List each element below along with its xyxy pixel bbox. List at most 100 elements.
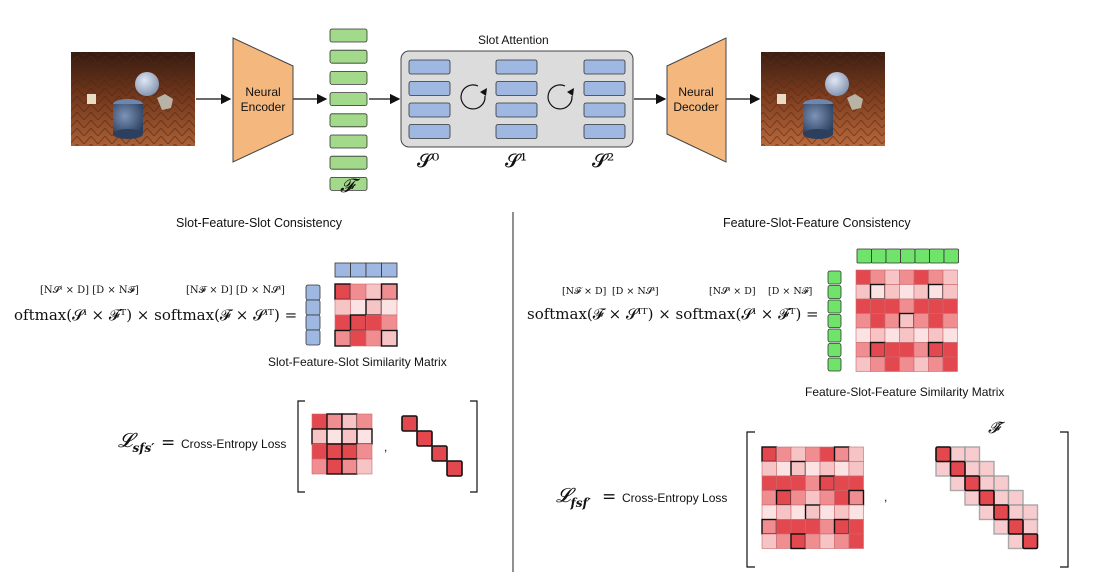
- slot-token: [408, 124, 451, 139]
- target-cell: [964, 446, 981, 463]
- slot-label-0: 𝓢⁰: [417, 150, 440, 172]
- matrix-cell: [326, 413, 343, 430]
- sfs-matrix-caption: Slot-Feature-Slot Similarity Matrix: [268, 355, 447, 369]
- matrix-cell: [341, 443, 358, 460]
- matrix-cell: [349, 314, 367, 332]
- diagonal-cell: [1007, 518, 1024, 535]
- matrix-cell: [790, 504, 806, 520]
- right-bracket: [1060, 431, 1069, 568]
- matrix-cell: [326, 428, 343, 445]
- matrix-cell: [380, 329, 398, 347]
- matrix-cell: [819, 533, 835, 549]
- loss-symbol: 𝓛: [118, 428, 133, 452]
- feature-token: [329, 28, 368, 43]
- dim-annotation: [N𝓕 × D]: [562, 286, 607, 297]
- target-cell: [1007, 489, 1024, 506]
- matrix-cell: [913, 298, 929, 314]
- slot-token: [381, 262, 398, 278]
- matrix-cell: [942, 342, 958, 358]
- matrix-cell: [899, 298, 915, 314]
- matrix-cell: [855, 327, 871, 343]
- matrix-cell: [884, 284, 900, 300]
- feature-token: [827, 285, 842, 299]
- matrix-cell: [365, 330, 382, 347]
- dim-annotation: [N𝓢ⁱ × D]: [709, 286, 756, 297]
- output-scene-image: [761, 52, 885, 146]
- dim-annotation: [N𝓕 × D] [D × N𝓢ⁱ]: [186, 285, 285, 296]
- diagonal-cell: [993, 504, 1010, 521]
- input-scene-image: [71, 52, 195, 146]
- matrix-cell: [381, 299, 398, 316]
- matrix-cell: [834, 533, 850, 549]
- feature-token: [900, 248, 916, 264]
- matrix-cell: [776, 519, 792, 535]
- slot-token: [305, 299, 321, 316]
- diagonal-cell: [446, 460, 463, 477]
- diagonal-cell: [416, 430, 433, 447]
- matrix-cell: [356, 413, 373, 430]
- slot-token: [583, 124, 626, 139]
- slot-label-2: 𝓢²: [592, 150, 615, 172]
- feature-token: [914, 248, 930, 264]
- feature-token: [827, 270, 842, 285]
- slot-token: [365, 262, 382, 278]
- fsf-loss-text: Cross-Entropy Loss: [622, 491, 728, 505]
- matrix-cell: [356, 458, 373, 475]
- matrix-cell: [819, 519, 835, 535]
- target-cell: [949, 446, 966, 463]
- matrix-cell: [819, 504, 835, 520]
- matrix-cell: [761, 446, 778, 463]
- matrix-cell: [942, 298, 958, 314]
- matrix-cell: [834, 490, 850, 506]
- matrix-cell: [942, 327, 958, 343]
- feature-token: [827, 314, 842, 328]
- slot-attention-title: Slot Attention: [478, 33, 549, 47]
- matrix-cell: [884, 269, 900, 285]
- matrix-cell: [833, 518, 850, 535]
- matrix-cell: [819, 475, 836, 492]
- matrix-cell: [761, 504, 777, 520]
- diagonal-cell: [431, 445, 448, 462]
- matrix-cell: [870, 356, 886, 372]
- matrix-cell: [899, 327, 915, 343]
- matrix-cell: [311, 413, 328, 430]
- fsf-formula: softmax(𝓕 × 𝓢ᴵᵀ) × softmax(𝓢ⁱ × 𝓕ᵀ) =: [527, 305, 819, 323]
- dim-annotation: [D × N𝓕]: [768, 286, 813, 297]
- fsf-target-matrix: [935, 446, 1039, 550]
- matrix-cell: [341, 413, 358, 430]
- matrix-cell: [899, 284, 915, 300]
- matrix-cell: [311, 443, 328, 460]
- feature-token: [827, 328, 842, 343]
- matrix-cell: [913, 327, 929, 343]
- slot-token: [495, 59, 538, 75]
- target-cell: [978, 475, 995, 492]
- matrix-cell: [848, 519, 864, 535]
- refresh-cycle-icon: [547, 84, 574, 110]
- slot-token: [583, 81, 626, 96]
- matrix-cell: [805, 519, 821, 535]
- matrix-cell: [805, 490, 821, 506]
- matrix-cell: [819, 446, 835, 462]
- matrix-cell: [804, 504, 821, 521]
- sfs-formula: oftmax(𝓢ⁱ × 𝓕ᵀ) × softmax(𝓕 × 𝓢ⁱᵀ) =: [14, 306, 298, 324]
- slot-token: [495, 81, 538, 96]
- matrix-cell: [334, 299, 351, 316]
- slot-token: [583, 59, 626, 75]
- target-cell: [993, 518, 1010, 535]
- matrix-cell: [334, 314, 351, 331]
- matrix-cell: [913, 342, 929, 358]
- sfs-similarity-matrix: [334, 283, 398, 347]
- matrix-cell: [834, 461, 850, 477]
- feature-token: [885, 248, 901, 264]
- matrix-cell: [341, 458, 358, 475]
- slot-columns: [408, 59, 626, 139]
- matrix-cell: [928, 298, 944, 314]
- target-cell: [1022, 518, 1039, 535]
- matrix-cell: [350, 283, 367, 300]
- matrix-cell: [334, 329, 352, 347]
- matrix-cell: [834, 504, 850, 520]
- sfs-loss-matrix: [311, 413, 373, 475]
- matrix-cell: [848, 475, 864, 491]
- matrix-cell: [833, 446, 850, 463]
- slot-attention-box: [400, 50, 634, 148]
